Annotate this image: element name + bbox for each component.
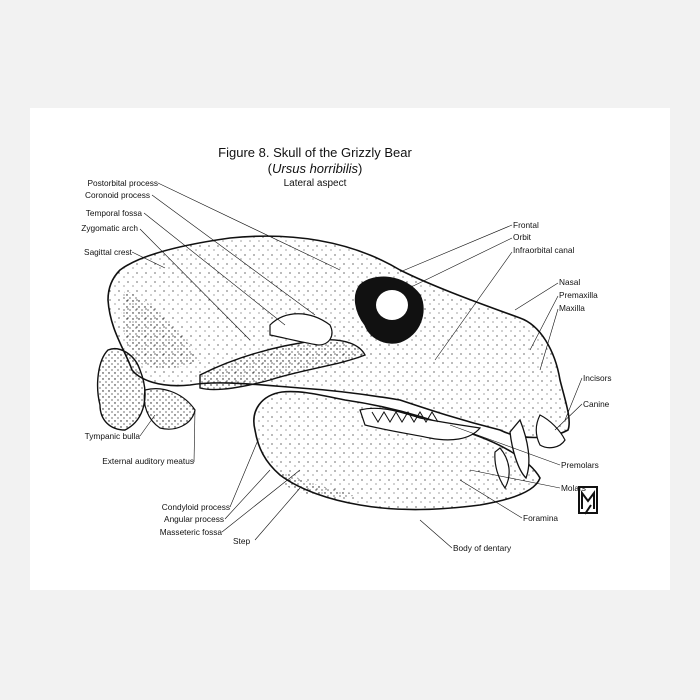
- zygomatic-arch: [199, 338, 366, 391]
- label-molars: Molars: [561, 483, 586, 493]
- label-temporal-fossa: Temporal fossa: [85, 208, 142, 218]
- figure-subtitle: (Ursus horribilis): [200, 161, 430, 177]
- label-premaxilla: Premaxilla: [559, 290, 598, 300]
- subtitle-close-paren: ): [357, 161, 363, 176]
- figure-aspect: Lateral aspect: [283, 178, 347, 189]
- label-condyloid-process: Condyloid process: [161, 502, 230, 512]
- label-postorbital-process: Postorbital process: [87, 178, 158, 188]
- figure-title-block: Figure 8. Skull of the Grizzly Bear (Urs…: [200, 145, 430, 191]
- label-infraorbital-canal: Infraorbital canal: [513, 245, 575, 255]
- label-angular-process: Angular process: [164, 514, 224, 524]
- label-foramina: Foramina: [523, 513, 559, 523]
- label-masseteric-fossa: Masseteric fossa: [159, 527, 222, 537]
- label-sagittal-crest: Sagittal crest: [84, 247, 132, 257]
- lower-canine: [494, 447, 510, 490]
- label-coronoid-process: Coronoid process: [84, 190, 150, 200]
- label-nasal: Nasal: [559, 277, 581, 287]
- label-step: Step: [233, 536, 251, 546]
- label-zygomatic-arch: Zygomatic arch: [81, 223, 138, 233]
- leader-lines-left: [131, 182, 341, 541]
- coronoid-process: [269, 313, 333, 346]
- tooth-row: [359, 407, 482, 441]
- label-premolars: Premolars: [561, 460, 599, 470]
- figure-title: Figure 8. Skull of the Grizzly Bear: [218, 145, 412, 160]
- label-orbit: Orbit: [513, 232, 531, 242]
- tympanic-region: [96, 348, 146, 431]
- label-frontal: Frontal: [513, 220, 539, 230]
- canine-tooth: [509, 418, 530, 480]
- label-maxilla: Maxilla: [559, 303, 585, 313]
- label-tympanic-bulla: Tympanic bulla: [84, 431, 140, 441]
- subtitle-open-paren: (: [267, 161, 273, 176]
- label-external-auditory-meatus: External auditory meatus: [102, 456, 194, 466]
- label-canine: Canine: [583, 399, 610, 409]
- leader-lines-right: [399, 224, 583, 549]
- label-body-of-dentary: Body of dentary: [453, 543, 512, 553]
- species-name: Ursus horribilis: [272, 161, 358, 176]
- incisors: [535, 414, 566, 449]
- artist-monogram-icon: [578, 486, 598, 515]
- label-incisors: Incisors: [583, 373, 612, 383]
